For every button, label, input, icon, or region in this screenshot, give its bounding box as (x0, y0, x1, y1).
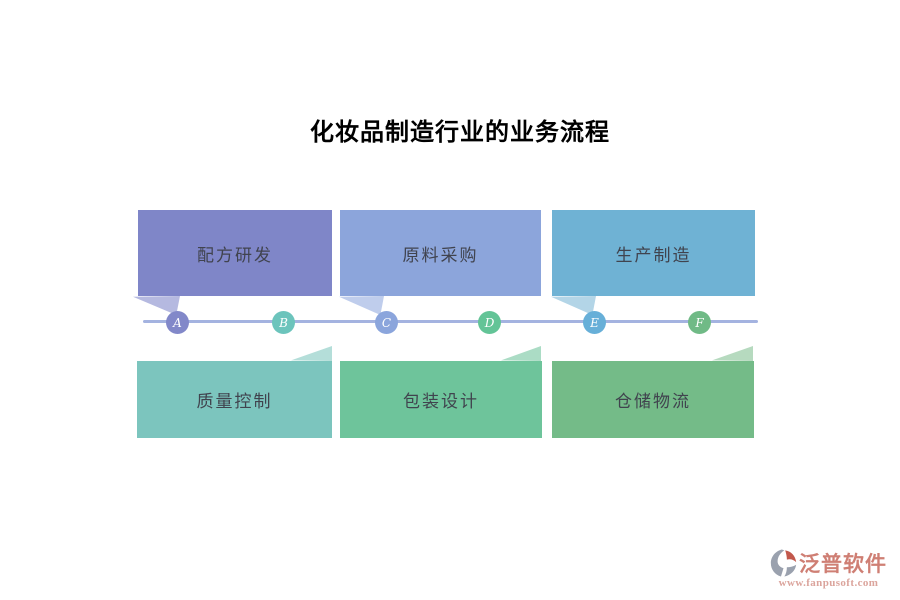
marker-letter: B (279, 315, 288, 330)
timeline-marker-f: F (688, 311, 711, 334)
process-box-formula-rd: 配方研发 (138, 210, 332, 296)
marker-letter: D (484, 315, 495, 330)
process-box-warehouse-logistics: 仓储物流 (552, 361, 754, 438)
timeline-marker-a: A (166, 311, 189, 334)
process-box-quality-control: 质量控制 (137, 361, 332, 438)
watermark: 泛普软件 www.fanpusoft.com (770, 548, 887, 589)
process-box-label: 配方研发 (197, 245, 273, 265)
marker-letter: E (590, 315, 599, 330)
timeline-marker-c: C (375, 311, 398, 334)
callout-tail-material-procurement (339, 296, 384, 315)
callout-tail-quality-control (291, 346, 332, 361)
marker-letter: F (695, 315, 704, 330)
process-box-label: 仓储物流 (615, 392, 691, 411)
marker-letter: A (173, 315, 182, 330)
process-box-label: 质量控制 (196, 392, 273, 411)
timeline-marker-b: B (272, 311, 295, 334)
process-box-packaging-design: 包装设计 (340, 361, 542, 438)
process-box-production: 生产制造 (552, 210, 755, 296)
timeline-marker-e: E (583, 311, 606, 334)
watermark-brand: 泛普软件 (799, 552, 887, 576)
watermark-url: www.fanpusoft.com (778, 577, 879, 589)
process-box-material-procurement: 原料采购 (340, 210, 541, 296)
timeline-line (143, 320, 758, 323)
process-box-label: 生产制造 (615, 245, 692, 265)
timeline-marker-d: D (478, 311, 501, 334)
process-box-label: 包装设计 (403, 392, 479, 411)
callout-tail-packaging-design (501, 346, 541, 361)
marker-letter: C (381, 315, 392, 330)
fanpu-logo-icon (770, 549, 797, 577)
page-title: 化妆品制造行业的业务流程 (310, 120, 610, 146)
process-box-label: 原料采购 (402, 245, 479, 265)
callout-tail-warehouse-logistics (712, 346, 753, 361)
